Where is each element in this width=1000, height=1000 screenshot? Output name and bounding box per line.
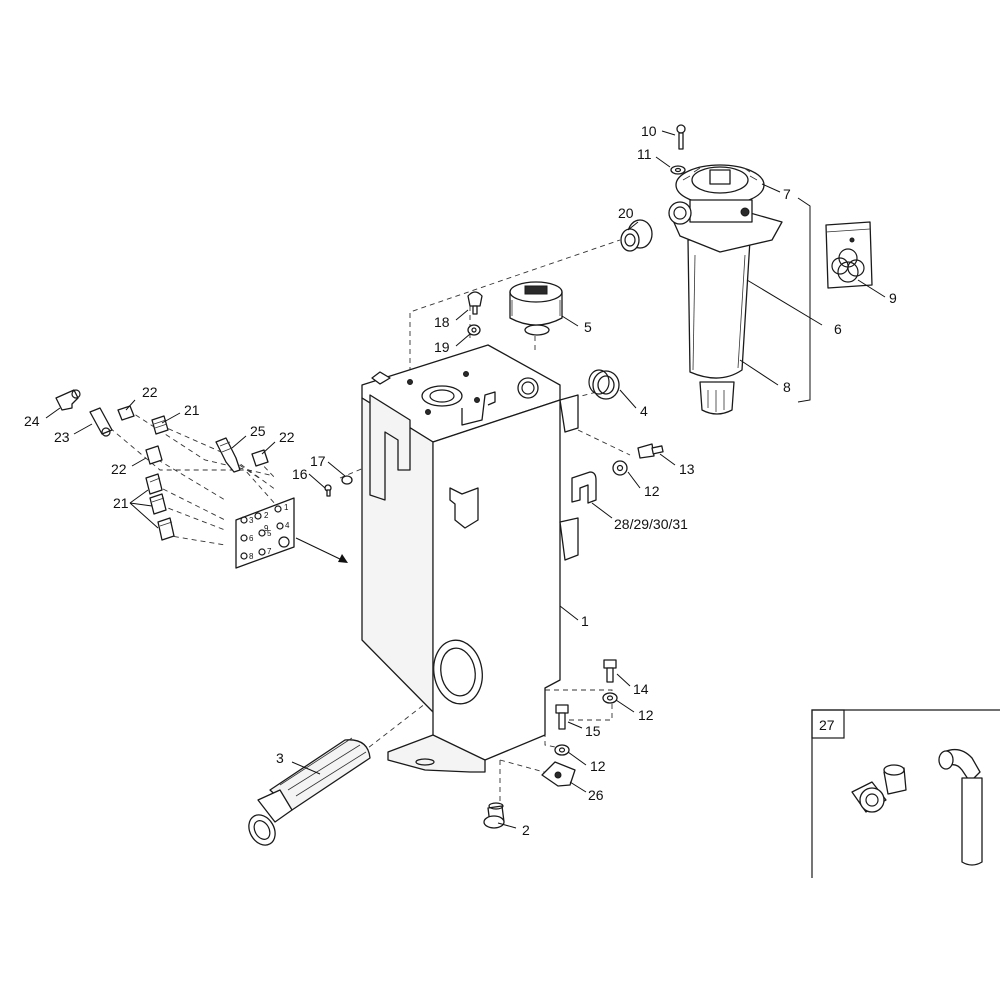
callout-1: 1 (581, 613, 589, 629)
callout-22-right: 22 (279, 429, 295, 445)
callout-22-upper: 22 (142, 384, 158, 400)
port-label-1: 1 (284, 503, 289, 512)
callout-5: 5 (584, 319, 592, 335)
callout-2: 2 (522, 822, 530, 838)
port-plate: 1 2 3 4 5 6 7 8 9 (235, 497, 295, 569)
fittings-group (55, 389, 269, 541)
callout-11: 11 (637, 146, 652, 162)
callout-19: 19 (434, 339, 450, 355)
callout-12-upper: 12 (644, 483, 660, 499)
assembly-guide-lines (109, 239, 631, 802)
callout-9: 9 (889, 290, 897, 306)
callout-21-upper: 21 (184, 402, 200, 418)
callout-labels: 1 2 3 4 5 6 7 8 9 10 11 12 12 12 13 14 1… (24, 123, 897, 838)
callout-23: 23 (54, 429, 70, 445)
port-label-5: 5 (267, 529, 272, 538)
callout-6: 6 (834, 321, 842, 337)
group-bracket-line (797, 197, 811, 403)
callout-26: 26 (588, 787, 604, 803)
seal-kit-bag (825, 221, 873, 289)
callout-27: 27 (819, 717, 835, 733)
callout-15: 15 (585, 723, 601, 739)
callout-25: 25 (250, 423, 266, 439)
callout-20: 20 (618, 205, 634, 221)
callout-8: 8 (783, 379, 791, 395)
callout-13: 13 (679, 461, 695, 477)
callout-28-29-30-31: 28/29/30/31 (614, 516, 688, 532)
port-label-9: 9 (264, 524, 269, 533)
callout-4: 4 (640, 403, 648, 419)
callout-7: 7 (783, 186, 791, 202)
callout-18: 18 (434, 314, 450, 330)
port-label-7: 7 (267, 547, 272, 556)
port-label-6: 6 (249, 534, 254, 543)
port-label-2: 2 (264, 511, 269, 520)
inset-option-box (811, 709, 1000, 878)
hydraulic-tank-body (361, 344, 579, 773)
callout-16: 16 (292, 466, 308, 482)
callout-17: 17 (310, 453, 326, 469)
port-label-4: 4 (285, 521, 290, 530)
callout-3: 3 (276, 750, 284, 766)
leader-lines (45, 130, 886, 829)
callout-14: 14 (633, 681, 649, 697)
callout-10: 10 (641, 123, 657, 139)
callout-24: 24 (24, 413, 40, 429)
callout-22-lower: 22 (111, 461, 127, 477)
port-label-8: 8 (249, 552, 254, 561)
callout-12-middle: 12 (638, 707, 654, 723)
small-parts (248, 124, 686, 846)
direction-arrow (295, 537, 348, 563)
port-label-3: 3 (249, 516, 254, 525)
callout-21-lower: 21 (113, 495, 129, 511)
callout-12-lower: 12 (590, 758, 606, 774)
